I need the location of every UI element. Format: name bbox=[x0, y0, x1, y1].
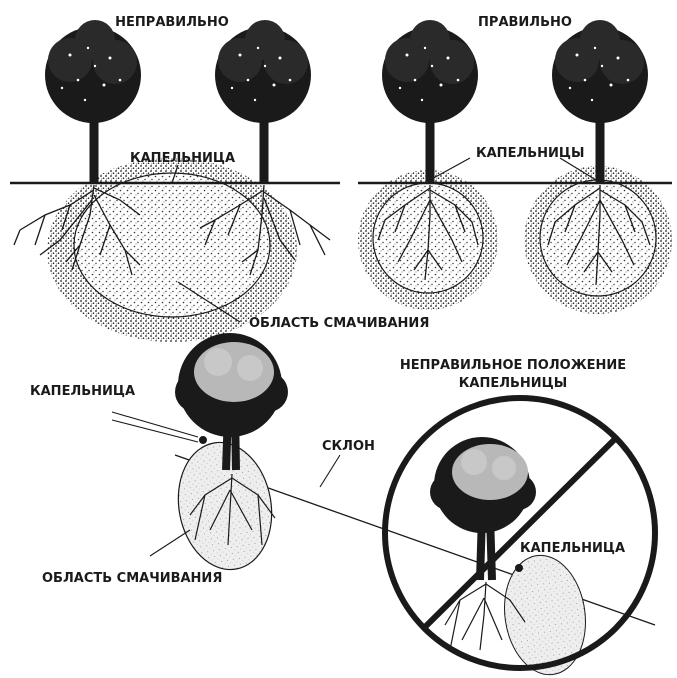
slope-label: СКЛОН bbox=[322, 439, 375, 454]
title-right: ПРАВИЛЬНО bbox=[478, 15, 572, 30]
drippers-label: КАПЕЛЬНИЦЫ bbox=[476, 146, 584, 161]
dripper-label-slope: КАПЕЛЬНИЦА bbox=[30, 384, 135, 399]
wrong-position-title-line2: КАПЕЛЬНИЦЫ bbox=[459, 376, 567, 391]
dripper-label-wrong: КАПЕЛЬНИЦА bbox=[520, 541, 625, 556]
title-wrong: НЕПРАВИЛЬНО bbox=[115, 15, 229, 30]
slope-pointer bbox=[320, 455, 340, 487]
dripper-dot bbox=[515, 564, 523, 572]
tree-icon bbox=[45, 20, 141, 183]
tree-icon bbox=[382, 20, 478, 183]
dripper-dot bbox=[199, 436, 207, 444]
wetting-area-label: ОБЛАСТЬ СМАЧИВАНИЯ bbox=[249, 316, 429, 331]
dripper-pointer bbox=[112, 412, 198, 437]
panel-wrong-position bbox=[385, 398, 655, 678]
wetting-area bbox=[497, 550, 593, 678]
dripper-label: КАПЕЛЬНИЦА bbox=[130, 151, 235, 166]
wetting-area-label-slope: ОБЛАСТЬ СМАЧИВАНИЯ bbox=[42, 571, 222, 586]
wetting-pointer bbox=[150, 530, 190, 556]
tree-icon bbox=[430, 437, 536, 580]
panel-wrong bbox=[10, 20, 340, 342]
panel-right bbox=[358, 20, 672, 314]
wrong-position-title-line1: НЕПРАВИЛЬНОЕ ПОЛОЖЕНИЕ bbox=[400, 358, 626, 373]
